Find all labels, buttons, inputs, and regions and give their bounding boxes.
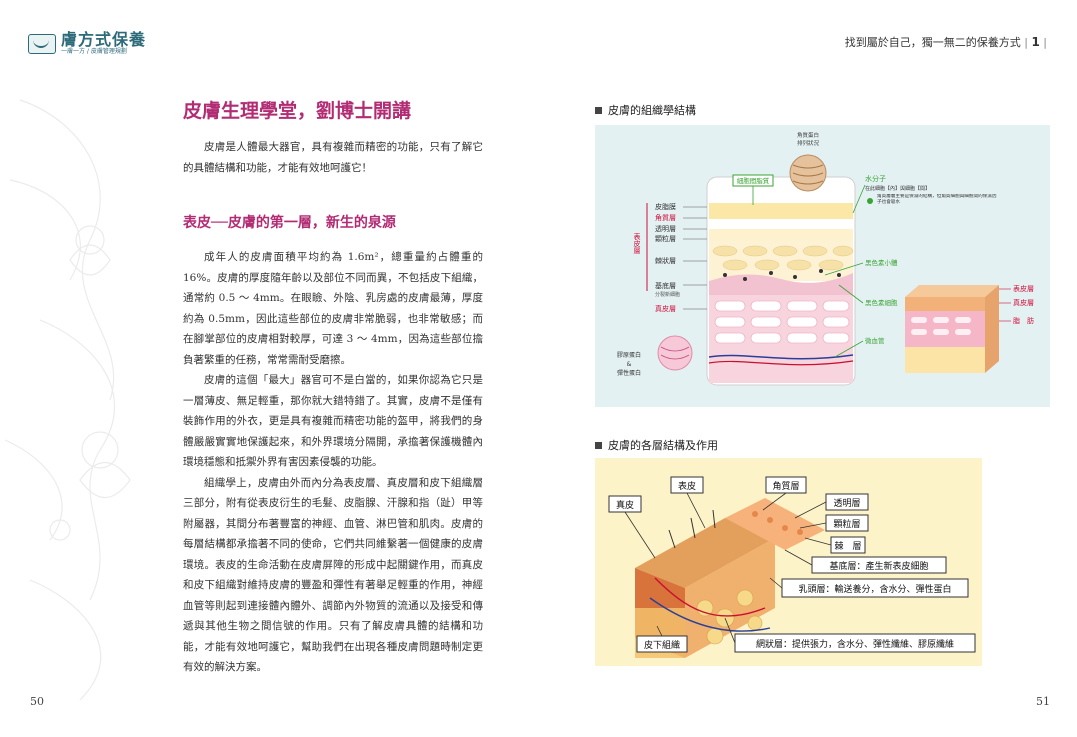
label-epidermis: 表皮 [678,480,696,492]
logo-tagline: 一膚一方 / 皮膚管理規劃 [61,48,127,55]
square-bullet-icon-2 [595,441,602,449]
skin-histology-diagram: 角質蛋白 排列狀況 細胞間脂質 皮脂膜 角質層 透明層 顆粒層 棘狀層 基底層 … [595,125,1050,407]
label-papillary: 乳頭層：輸送養分，含水分、彈性蛋白 [798,583,951,595]
running-header: 找到屬於自己，獨一無二的保養方式 | 1 | [844,35,1047,49]
brand-logo: 膚方式保養 一膚一方 / 皮膚管理規劃 [28,32,146,56]
paragraph-3: 組織學上，皮膚由外而內分為表皮層、真皮層和皮下組織層三部分，附有從表皮衍生的毛髮… [183,476,483,674]
label-lucidum: 透明層 [833,498,860,509]
chapter-number: 1 [1031,35,1040,49]
paragraph-1: 成年人的皮膚面積平均約為 1.6m²，總重量約占體重的 16%。皮膚的厚度隨年齡… [183,251,483,366]
label-basale: 基底層：產生新表皮細胞 [829,560,928,572]
layer-corneum-label: 角質層 [655,213,676,222]
logo-icon [28,34,56,54]
water-molecule-desc: 在此細胞【內】與細胞【間】 [865,185,930,192]
block-dermis-label: 真皮層 [1013,298,1034,307]
section-heading-layers: 皮膚的各層結構及作用 [595,437,718,453]
label-spinosum: 棘 層 [834,541,861,552]
layer-sebum-label: 皮脂膜 [655,202,676,211]
capillary-label: 微血管 [865,336,885,345]
melanocyte-label: 黑色素細胞 [865,298,898,307]
page-number-left: 50 [30,695,44,708]
basal-note: 分裂新細胞 [655,291,680,298]
label-corneum: 角質層 [772,480,799,492]
collagen-label: 膠原蛋白 [617,351,641,359]
skin-layers-diagram: 真皮 表皮 角質層 透明層 顆粒層 棘 層 基底層：產生新表皮細胞 乳頭層：輸送… [595,458,982,666]
floral-ornament [4,99,131,701]
amp-label: & [627,361,632,368]
histology-illustration: 角質蛋白 排列狀況 細胞間脂質 皮脂膜 角質層 透明層 顆粒層 棘狀層 基底層 … [617,131,1034,386]
layer-granulosum-label: 顆粒層 [655,234,676,243]
section-subtitle: 表皮──皮膚的第一層，新生的泉源 [183,215,396,231]
block-fat-label: 脂 肪 [1013,316,1034,325]
square-bullet-icon [595,106,602,114]
page-number-right: 51 [1036,695,1050,708]
label-reticular: 網狀層：提供張力，含水分、彈性纖維、膠原纖維 [756,638,954,650]
logo-text: 膚方式保養 [61,30,147,49]
layer-spinosum-label: 棘狀層 [655,256,676,265]
elastin-label: 彈性蛋白 [617,369,641,377]
page-title: 皮膚生理學堂，劉博士開講 [183,100,412,122]
body-text: 成年人的皮膚面積平均約為 1.6m²，總重量約占體重的 16%。皮膚的厚度隨年齡… [183,247,483,678]
section-heading-histology: 皮膚的組織學結構 [595,102,696,118]
paragraph-2: 皮膚的這個「最大」器官可不是白當的，如果你認為它只是一層薄皮、無足輕重，那你就大… [183,374,483,468]
label-granulosum: 顆粒層 [833,518,860,530]
block-epidermis-label: 表皮層 [1013,284,1034,293]
epidermis-vertical-label: 表皮層 [633,232,641,255]
label-dermis: 真皮 [616,499,634,511]
layer-lucidum-label: 透明層 [655,225,676,233]
layer-dermis-label: 真皮層 [655,304,676,313]
running-header-text: 找到屬於自己，獨一無二的保養方式 [844,36,1021,49]
melanosome-label: 黑色素小體 [865,258,898,267]
keratin-label: 角質蛋白 [797,131,819,139]
water-molecule-label: 水分子 [865,174,886,183]
water-note: 角質層層主要是保濕的結構，但角質細胞與細胞間的保濕因子也會吸水 [877,194,997,205]
keratin-label-2: 排列狀況 [797,139,820,147]
intro-paragraph: 皮膚是人體最大器官，具有複雜而精密的功能，只有了解它的具體結構和功能，才能有效地… [183,141,483,174]
intercellular-lipid-label: 細胞間脂質 [737,176,770,185]
layer-basale-label: 基底層 [655,281,676,290]
layers-illustration: 真皮 表皮 角質層 透明層 顆粒層 棘 層 基底層：產生新表皮細胞 乳頭層：輸送… [608,476,976,658]
label-subcutis: 皮下組織 [644,639,680,651]
